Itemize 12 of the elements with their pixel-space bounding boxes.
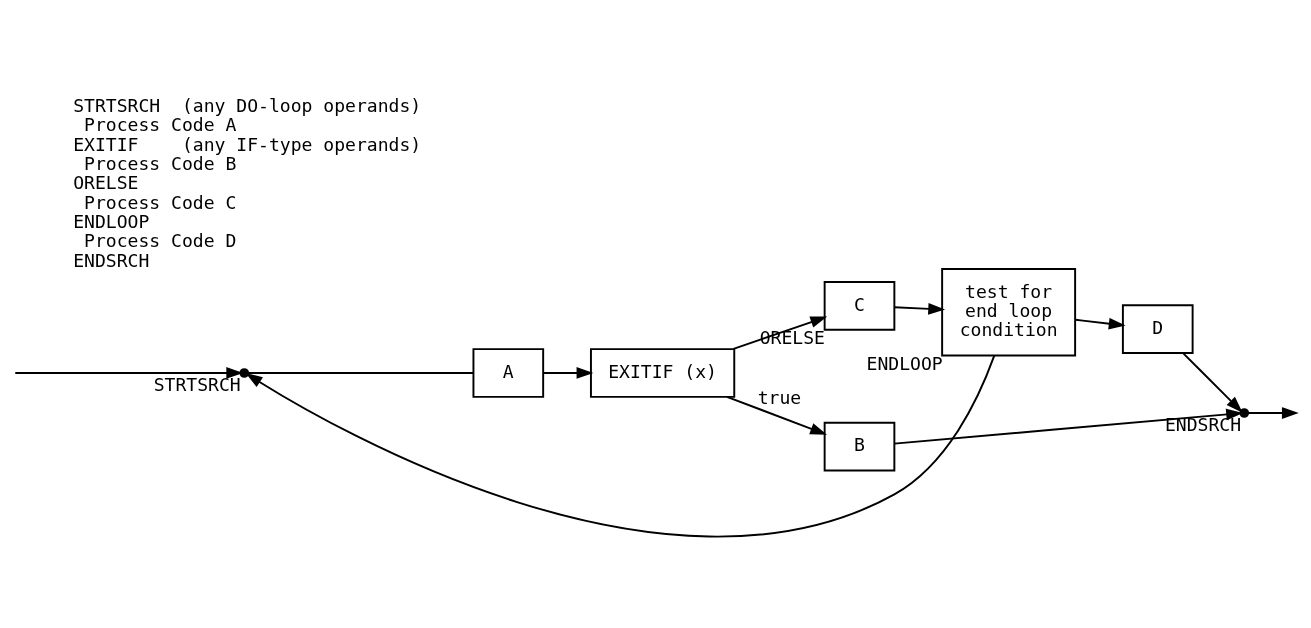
label: ORELSE bbox=[73, 171, 139, 193]
edge-label: true bbox=[757, 386, 802, 408]
label: Process Code C bbox=[84, 191, 237, 213]
label: ENDLOOP bbox=[73, 210, 150, 232]
label: ENDSRCH bbox=[73, 249, 150, 271]
node-label: ORELSE bbox=[759, 326, 825, 348]
label: STRTSRCH (any DO-loop operands) bbox=[73, 94, 422, 116]
node-label: ENDLOOP bbox=[866, 352, 943, 374]
node-label: ENDSRCH bbox=[1164, 413, 1242, 435]
label: EXITIF (any IF-type operands) bbox=[73, 133, 422, 155]
node-label: STRTSRCH bbox=[153, 373, 241, 395]
label: Process Code D bbox=[84, 229, 237, 251]
